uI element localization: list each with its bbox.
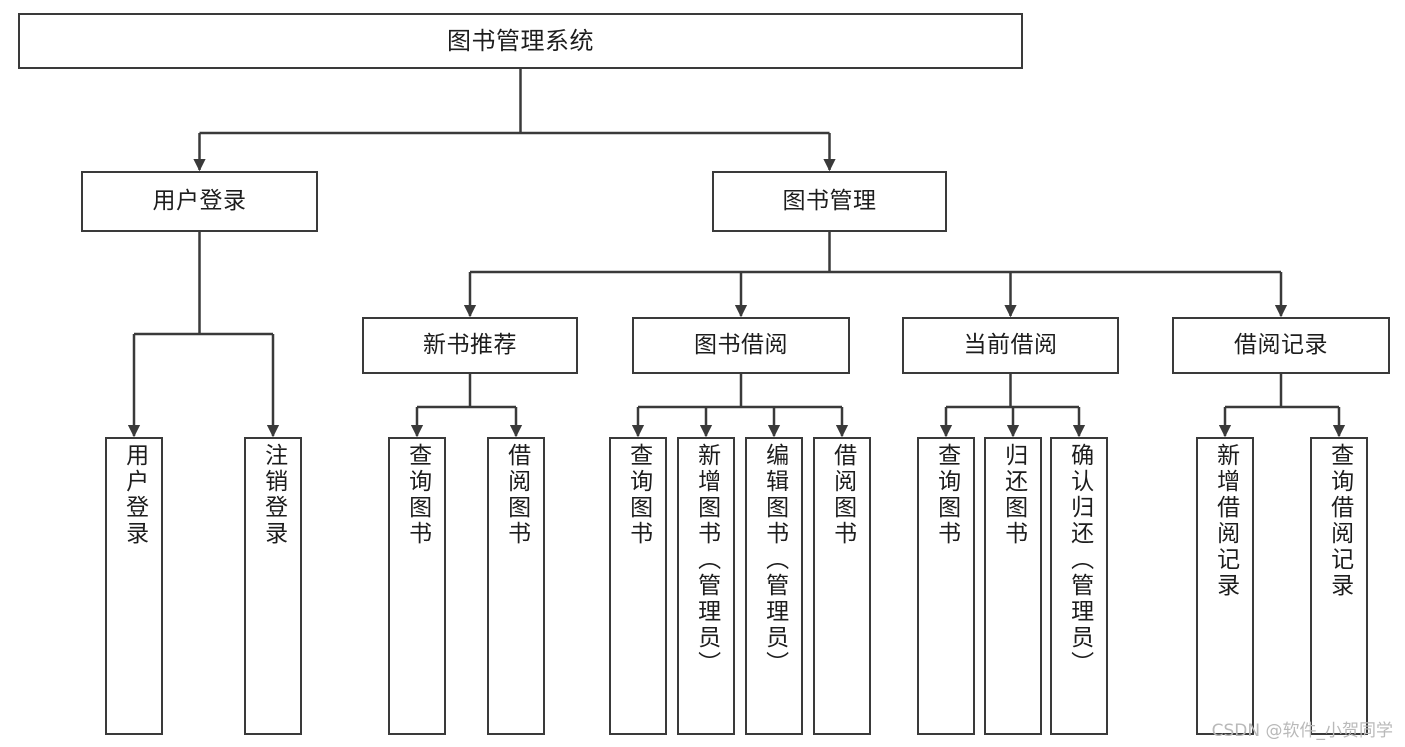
node-label-leaf-borrow-book-1: 借阅图书 bbox=[503, 443, 530, 547]
node-leaf-confirm-return[interactable]: 确认归还（管理员） bbox=[1050, 437, 1108, 735]
node-label-leaf-logout: 注销登录 bbox=[260, 443, 287, 547]
node-book-borrow[interactable]: 图书借阅 bbox=[632, 317, 850, 374]
node-leaf-borrow-book-2[interactable]: 借阅图书 bbox=[813, 437, 871, 735]
watermark: CSDN @软件_小贺同学 bbox=[1211, 721, 1393, 741]
node-leaf-query-book-2[interactable]: 查询图书 bbox=[609, 437, 667, 735]
node-label-borrow-record: 借阅记录 bbox=[1234, 331, 1328, 358]
node-leaf-query-record[interactable]: 查询借阅记录 bbox=[1310, 437, 1368, 735]
node-label-new-book-rec: 新书推荐 bbox=[423, 331, 517, 358]
node-label-user-login: 用户登录 bbox=[152, 187, 247, 214]
node-leaf-add-book[interactable]: 新增图书（管理员） bbox=[677, 437, 735, 735]
node-label-leaf-query-book-3: 查询图书 bbox=[933, 443, 960, 547]
node-label-leaf-query-record: 查询借阅记录 bbox=[1326, 443, 1353, 599]
node-label-book-manage: 图书管理 bbox=[782, 187, 877, 214]
node-label-leaf-add-book: 新增图书（管理员） bbox=[693, 443, 720, 677]
node-leaf-query-book-3[interactable]: 查询图书 bbox=[917, 437, 975, 735]
node-label-root: 图书管理系统 bbox=[447, 26, 594, 55]
node-label-book-borrow: 图书借阅 bbox=[694, 331, 788, 358]
node-leaf-logout[interactable]: 注销登录 bbox=[244, 437, 302, 735]
node-borrow-record[interactable]: 借阅记录 bbox=[1172, 317, 1390, 374]
node-new-book-rec[interactable]: 新书推荐 bbox=[362, 317, 578, 374]
node-root[interactable]: 图书管理系统 bbox=[18, 13, 1023, 69]
node-leaf-add-record[interactable]: 新增借阅记录 bbox=[1196, 437, 1254, 735]
node-label-leaf-add-record: 新增借阅记录 bbox=[1212, 443, 1239, 599]
node-leaf-borrow-book-1[interactable]: 借阅图书 bbox=[487, 437, 545, 735]
node-label-current-borrow: 当前借阅 bbox=[963, 331, 1058, 358]
node-label-leaf-return-book: 归还图书 bbox=[1000, 443, 1027, 547]
node-label-leaf-user-login: 用户登录 bbox=[121, 443, 148, 547]
node-leaf-user-login[interactable]: 用户登录 bbox=[105, 437, 163, 735]
node-label-leaf-query-book-2: 查询图书 bbox=[625, 443, 652, 547]
node-book-manage[interactable]: 图书管理 bbox=[712, 171, 947, 232]
node-current-borrow[interactable]: 当前借阅 bbox=[902, 317, 1119, 374]
node-label-leaf-confirm-return: 确认归还（管理员） bbox=[1066, 443, 1093, 677]
node-user-login[interactable]: 用户登录 bbox=[81, 171, 318, 232]
node-label-leaf-borrow-book-2: 借阅图书 bbox=[829, 443, 856, 547]
node-leaf-return-book[interactable]: 归还图书 bbox=[984, 437, 1042, 735]
node-leaf-edit-book[interactable]: 编辑图书（管理员） bbox=[745, 437, 803, 735]
node-label-leaf-edit-book: 编辑图书（管理员） bbox=[761, 443, 788, 677]
node-leaf-query-book-1[interactable]: 查询图书 bbox=[388, 437, 446, 735]
node-label-leaf-query-book-1: 查询图书 bbox=[404, 443, 431, 547]
